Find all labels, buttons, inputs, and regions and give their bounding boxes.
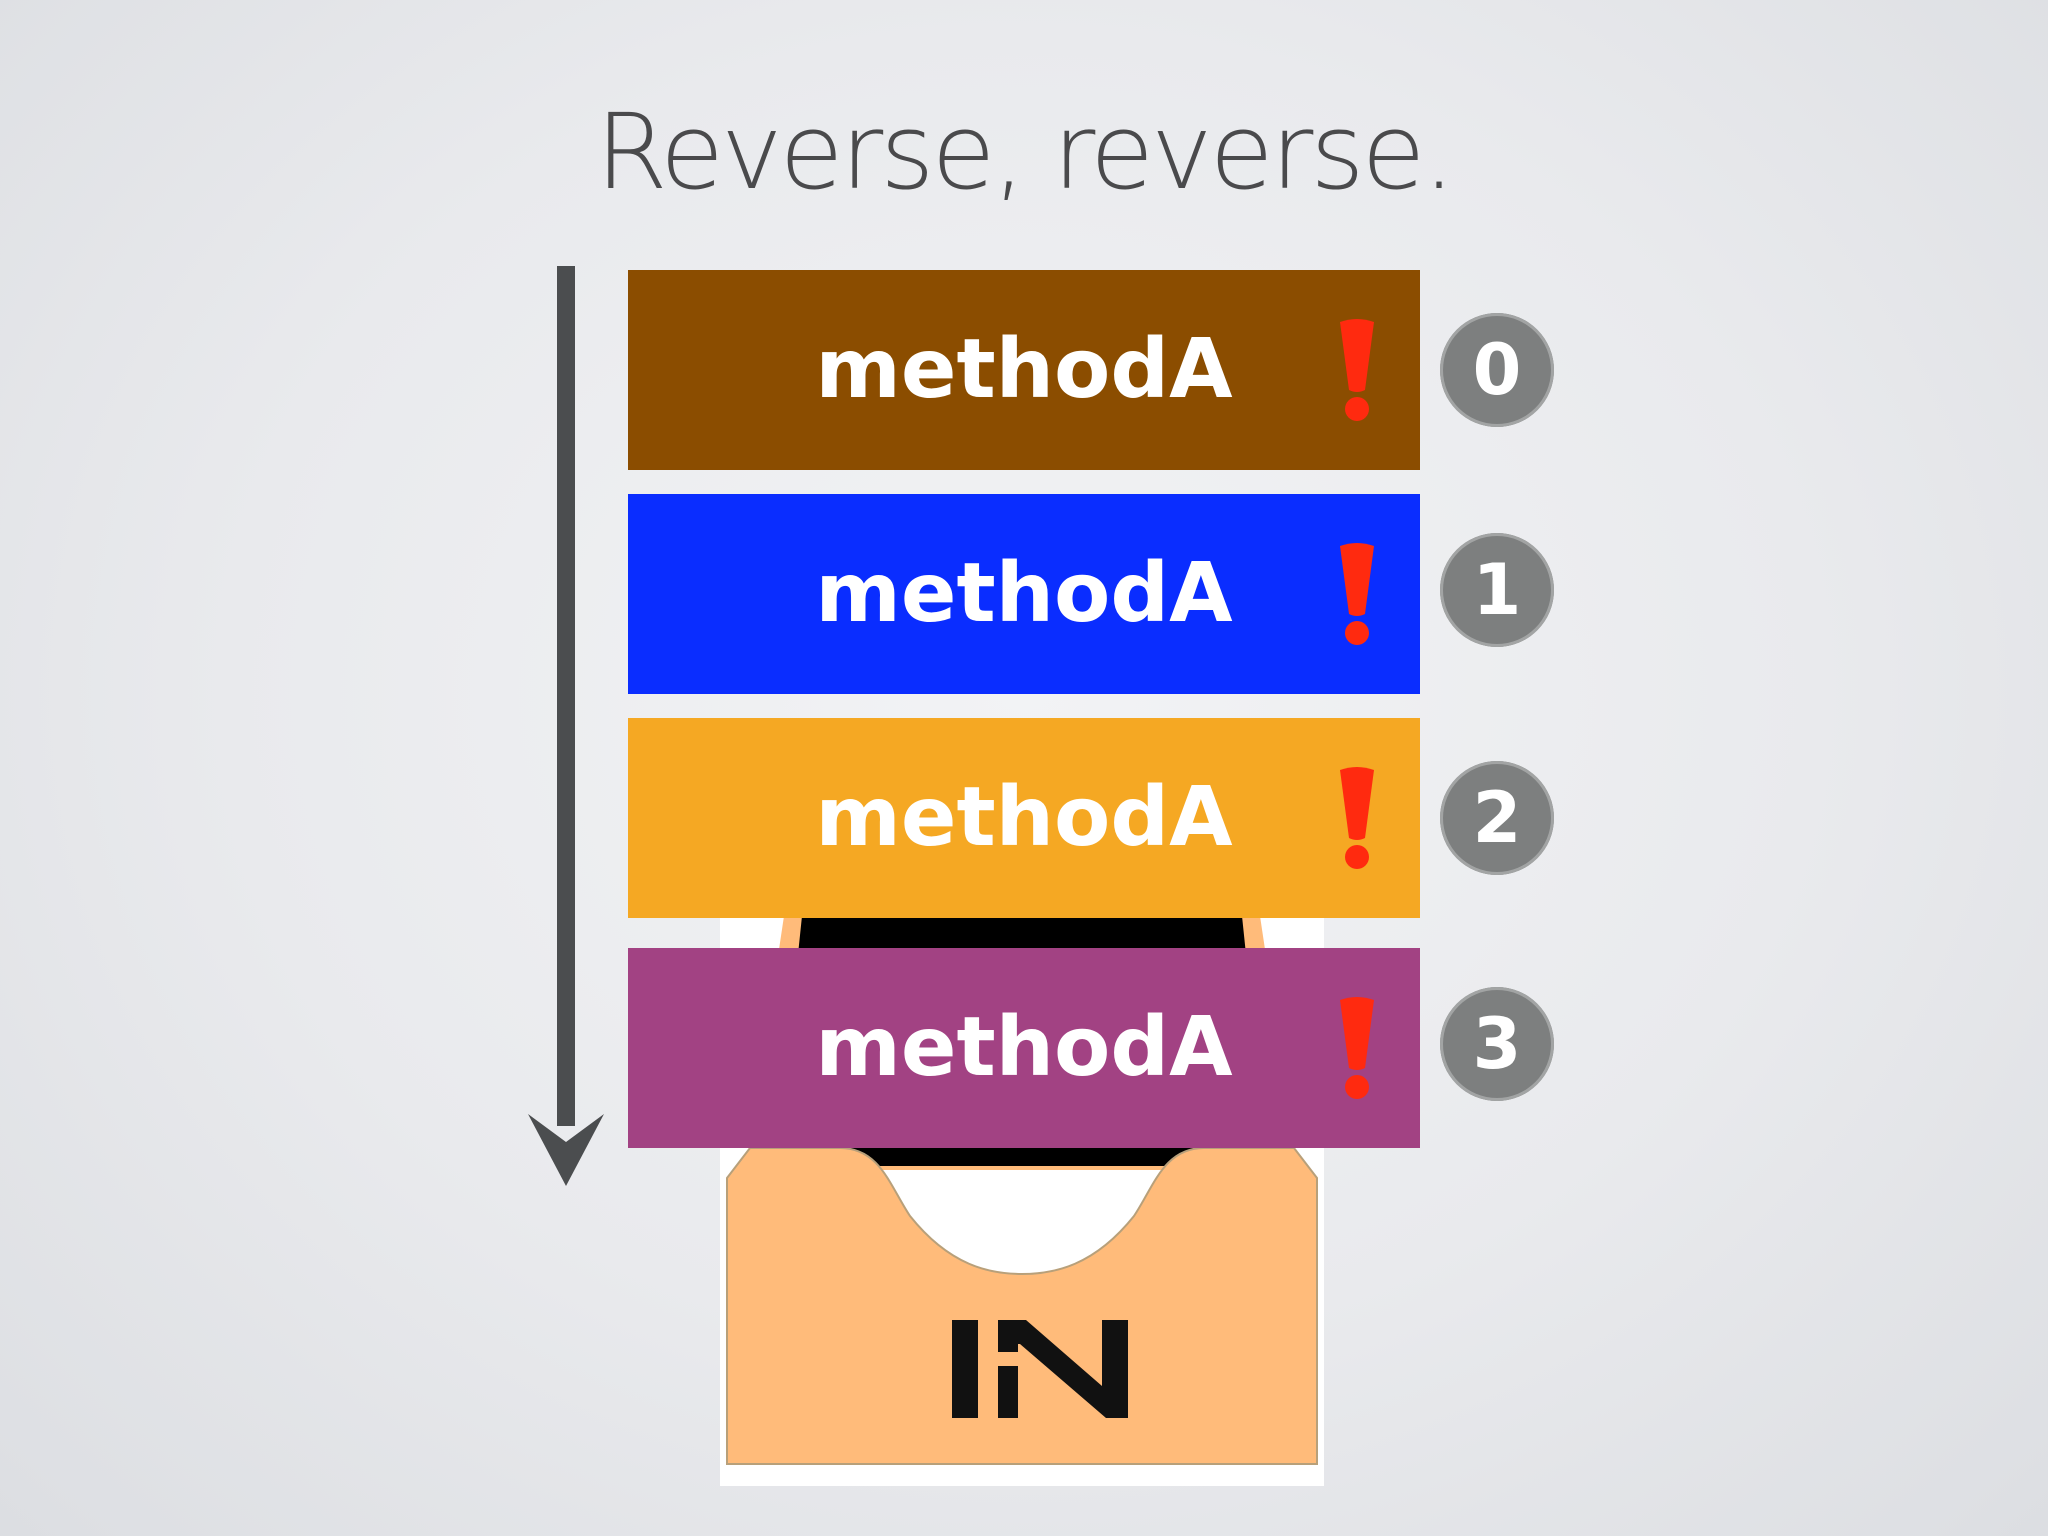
down-arrow-icon (528, 266, 604, 1186)
block-label: methodA (815, 322, 1233, 417)
block-label: methodA (815, 546, 1233, 641)
exclamation-icon (1340, 319, 1374, 421)
index-badge-1: 1 (1440, 533, 1554, 647)
block-label: methodA (815, 1000, 1233, 1095)
index-badge-2: 2 (1440, 761, 1554, 875)
stack-frame-2: methodA (628, 718, 1420, 918)
block-label: methodA (815, 770, 1233, 865)
exclamation-icon (1340, 767, 1374, 869)
index-badge-0: 0 (1440, 313, 1554, 427)
stack-frame-0: methodA (628, 270, 1420, 470)
exclamation-icon (1340, 997, 1374, 1099)
stack-frame-3: methodA (628, 948, 1420, 1148)
index-badge-3: 3 (1440, 987, 1554, 1101)
stack-frame-1: methodA (628, 494, 1420, 694)
slide-title: Reverse, reverse. (595, 91, 1455, 213)
exclamation-icon (1340, 543, 1374, 645)
